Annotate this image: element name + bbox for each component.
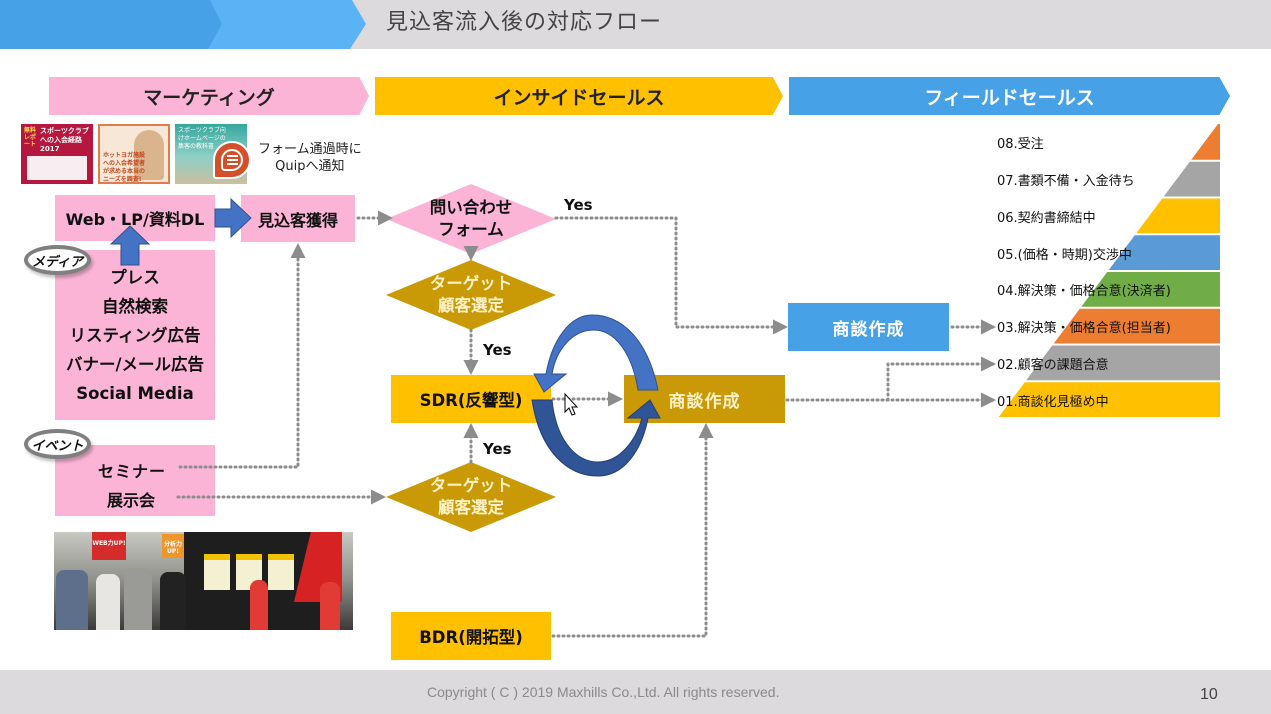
thumbnail-badge: 無料レポート bbox=[24, 127, 37, 148]
media-item-listing-ads: リスティング広告 bbox=[69, 325, 201, 345]
pyramid-band-08 bbox=[1191, 124, 1220, 160]
media-tag: メディア bbox=[24, 245, 91, 275]
header-chevron-main bbox=[0, 0, 222, 49]
media-channels-box: プレス 自然検索 リスティング広告 バナー/メール広告 Social Media bbox=[55, 250, 215, 420]
media-item-banner-mail-ads: バナー/メール広告 bbox=[65, 354, 205, 374]
stage-label: 03.解決策・価格合意(担当者) bbox=[997, 321, 1171, 337]
pyramid-band-06 bbox=[1136, 198, 1220, 234]
stage-label: 01.商談化見極め中 bbox=[997, 394, 1109, 410]
slide-title: 見込客流入後の対応フロー bbox=[386, 10, 663, 35]
exhibition-booth-photo: WEB力UP! 分析力UP! bbox=[54, 532, 353, 630]
decision-line: ターゲット bbox=[429, 476, 513, 495]
copyright-text: Copyright ( C ) 2019 Maxhills Co.,Ltd. A… bbox=[427, 684, 780, 700]
pipeline-stage-pyramid bbox=[998, 124, 1220, 417]
phase-banner-field-sales: フィールドセールス bbox=[789, 77, 1230, 115]
field-sales-deal-creation-box: 商談作成 bbox=[788, 303, 949, 351]
thumbnail-yoga-figure bbox=[134, 130, 164, 180]
event-item-seminar: セミナー bbox=[98, 462, 167, 481]
decision-line: 顧客選定 bbox=[438, 296, 504, 315]
thumbnail-title: スポーツクラブ向けホームページの集客の教科書 bbox=[178, 127, 226, 150]
stage-label: 08.受注 bbox=[997, 137, 1044, 153]
stage-label: 05.(価格・時期)交渉中 bbox=[997, 247, 1132, 263]
media-item-social-media: Social Media bbox=[76, 383, 194, 403]
media-item-press: プレス bbox=[110, 267, 160, 287]
booth-sign-analysis: 分析力UP! bbox=[162, 534, 184, 558]
connector-form-yes-to-fs-deal bbox=[554, 216, 788, 335]
web-lp-download-box: Web・LP/資料DL bbox=[55, 195, 215, 241]
connector-bdr-to-deal bbox=[551, 423, 714, 638]
phase-banner-marketing: マーケティング bbox=[49, 77, 369, 115]
quip-note-line2: Quipへ通知 bbox=[275, 159, 345, 174]
target-customer-decision-top: ターゲット顧客選定 bbox=[386, 260, 556, 330]
phase-banner-inside-sales: インサイドセールス bbox=[375, 77, 783, 115]
thumbnail-header: 無料レポート スポーツクラブへの入会経路2017 bbox=[24, 127, 90, 154]
yes-label-form: Yes bbox=[564, 196, 593, 214]
slide-footer-bar bbox=[0, 670, 1271, 714]
booth-poster bbox=[204, 554, 230, 590]
event-item-exhibition: 展示会 bbox=[107, 491, 156, 510]
stage-label: 07.書類不備・入金待ち bbox=[997, 174, 1135, 190]
inquiry-form-decision: 問い合わせフォーム bbox=[386, 184, 556, 254]
report-thumbnail-hot-yoga: ホットヨガ施設への入会希望者が求める本当のニーズを調査! bbox=[98, 124, 170, 184]
booth-poster bbox=[268, 554, 294, 590]
quip-icon bbox=[213, 141, 251, 179]
target-customer-decision-bottom: ターゲット顧客選定 bbox=[386, 462, 556, 532]
yes-label-target-top: Yes bbox=[483, 341, 512, 359]
stage-label: 02.顧客の課題合意 bbox=[997, 357, 1109, 373]
report-thumbnail-sports-club: 無料レポート スポーツクラブへの入会経路2017 bbox=[21, 124, 93, 184]
pyramid-band-07 bbox=[1163, 161, 1220, 197]
booth-visitor bbox=[160, 572, 186, 630]
connector-deal-to-stage02 bbox=[886, 356, 996, 402]
decision-line: フォーム bbox=[438, 220, 504, 239]
lead-acquisition-box: 見込客獲得 bbox=[241, 195, 355, 242]
yes-label-target-bottom: Yes bbox=[483, 440, 512, 458]
quip-note-line1: フォーム通過時に bbox=[258, 142, 362, 157]
sdr-inbound-box: SDR(反響型) bbox=[391, 375, 551, 423]
thumbnail-title: スポーツクラブへの入会経路2017 bbox=[40, 127, 89, 153]
thumbnail-document-graphic bbox=[27, 156, 87, 180]
booth-staff bbox=[320, 582, 340, 630]
header-chevron-accent bbox=[0, 0, 366, 49]
booth-visitor bbox=[96, 574, 120, 630]
thumbnail-title: ホットヨガ施設への入会希望者が求める本当のニーズを調査! bbox=[103, 152, 146, 183]
quip-notification-note: フォーム通過時に Quipへ通知 bbox=[258, 141, 362, 175]
booth-visitor bbox=[124, 568, 152, 630]
header-chevron-light bbox=[198, 0, 366, 49]
stage-label: 04.解決策・価格合意(決済者) bbox=[997, 284, 1171, 300]
decision-line: ターゲット bbox=[429, 274, 513, 293]
page-number: 10 bbox=[1200, 686, 1218, 703]
decision-line: 顧客選定 bbox=[438, 498, 504, 517]
mouse-cursor-icon bbox=[564, 392, 579, 416]
stage-label: 06.契約書締結中 bbox=[997, 210, 1096, 226]
bdr-outbound-box: BDR(開拓型) bbox=[391, 612, 551, 660]
inside-sales-deal-creation-box: 商談作成 bbox=[624, 375, 785, 423]
booth-sign-web: WEB力UP! bbox=[92, 532, 126, 560]
media-item-organic-search: 自然検索 bbox=[102, 296, 168, 316]
event-tag: イベント bbox=[24, 429, 91, 459]
decision-line: 問い合わせ bbox=[429, 198, 513, 217]
booth-staff bbox=[250, 580, 268, 630]
booth-visitor bbox=[56, 570, 88, 630]
